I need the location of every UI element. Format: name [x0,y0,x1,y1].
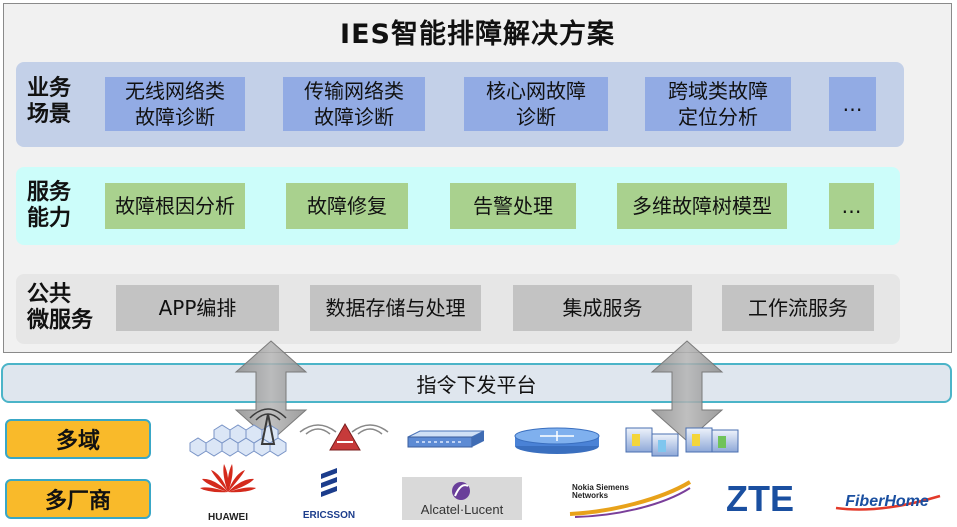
fiberhome-logo: FiberHome [835,493,941,511]
capability-root-cause: 故障根因分析 [105,183,245,229]
business-scenario-label: 业务 场景 [27,76,72,127]
huawei-logo-text: HUAWEI [208,512,248,523]
multi-vendor-tag: 多厂商 [5,479,151,519]
microservice-app-orchestration: APP编排 [116,285,279,331]
alcatel-lucent-logo-text: Alcatel·Lucent [421,502,504,517]
fiberhome-logo-text: FiberHome [845,493,929,510]
microservice-integration: 集成服务 [513,285,692,331]
public-microservice-label: 公共 微服务 [27,282,94,333]
capability-repair: 故障修复 [286,183,408,229]
capability-alarm: 告警处理 [450,183,576,229]
nsn-logo-text-line2: Networks [572,491,609,500]
service-capability-label: 服务 能力 [27,180,72,231]
scenario-more: … [829,77,876,131]
huawei-logo: HUAWEI [200,464,256,523]
nsn-logo-text-line1: Nokia Siemens [572,483,629,492]
capability-fault-tree: 多维故障树模型 [617,183,787,229]
router-icon [514,427,600,454]
diagram-title: IES智能排障解决方案 [340,19,615,50]
nokia-siemens-networks-logo: Nokia Siemens Networks [569,480,692,518]
ericsson-logo-text: ERICSSON [303,510,355,521]
multi-domain-tag: 多域 [5,419,151,459]
scenario-core-network: 核心网故障 诊断 [464,77,608,131]
microservice-workflow: 工作流服务 [722,285,874,331]
command-platform-bar: 指令下发平台 [1,363,952,403]
ericsson-logo: ERICSSON [303,468,355,521]
scenario-transport: 传输网络类 故障诊断 [283,77,425,131]
scenario-wireless: 无线网络类 故障诊断 [105,77,245,131]
scenario-cross-domain: 跨域类故障 定位分析 [645,77,791,131]
network-switch-icon [407,430,485,448]
antenna-icon [299,422,389,451]
architecture-frame: IES智能排障解决方案 业务 场景 无线网络类 故障诊断 传输网络类 故障诊断 … [3,3,952,353]
zte-logo: ZTE [726,478,794,519]
wireless-network-icon [189,408,287,457]
capability-more: … [829,183,874,229]
alcatel-lucent-logo: Alcatel·Lucent [402,477,522,520]
transmission-equipment-icon [625,427,739,457]
double-arrow-right-icon [650,340,724,442]
microservice-data-storage: 数据存储与处理 [310,285,481,331]
